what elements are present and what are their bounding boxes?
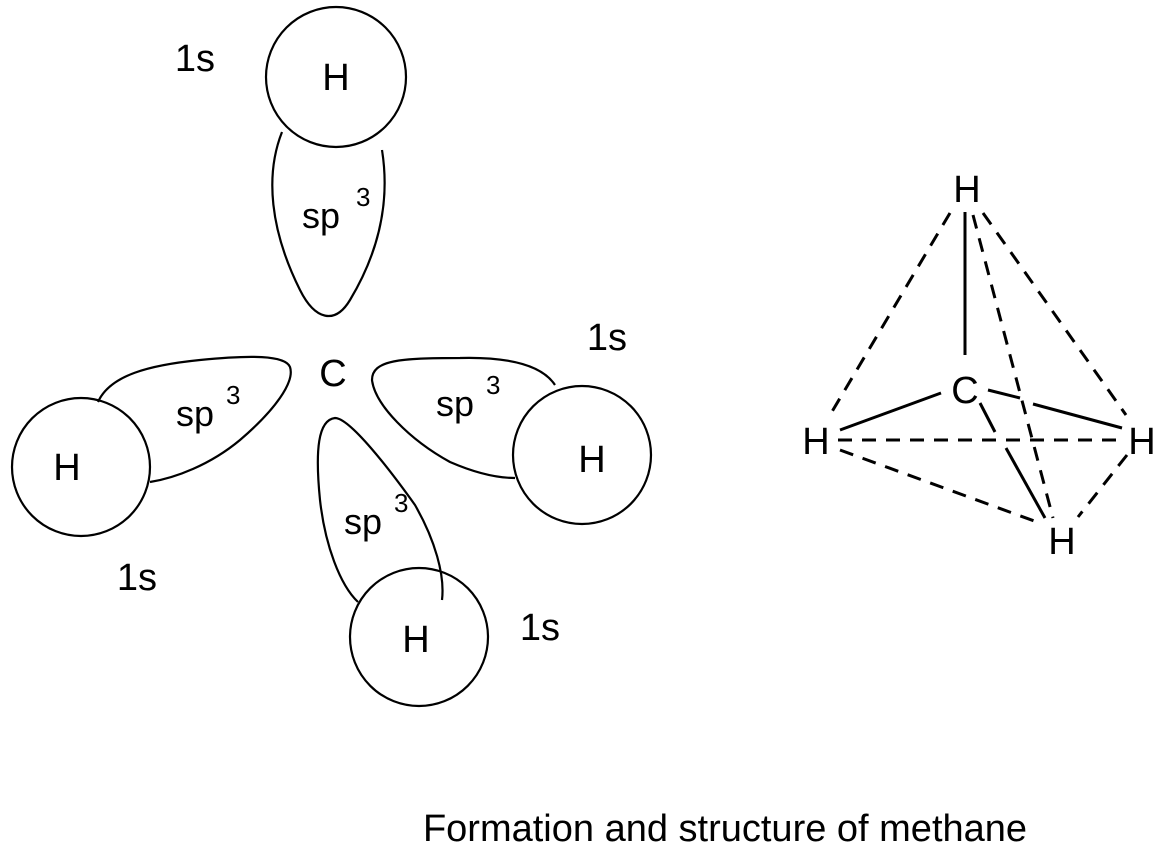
sp3-lobe-bottom: [316, 416, 444, 603]
sp3-superscript: 3: [356, 182, 370, 212]
bond-c-h-bottom: [978, 402, 997, 433]
edge-top-bottom: [971, 214, 1055, 519]
sp3-label: sp: [302, 195, 340, 236]
sp3-label: sp: [344, 501, 382, 542]
h-label: H: [402, 619, 429, 661]
1s-label: 1s: [175, 38, 215, 80]
sp3-lobe-right: [370, 356, 556, 480]
h-label: H: [578, 439, 605, 481]
carbon-label: C: [319, 353, 346, 395]
h-1s-orbital-top: [264, 5, 408, 149]
tetra-h-left: H: [802, 421, 829, 463]
h-label: H: [53, 447, 80, 489]
h-1s-orbital-left: [10, 396, 152, 538]
h-1s-orbital-right: [511, 384, 653, 526]
bond-c-h-left: [839, 391, 942, 432]
bond-c-h-right: [1032, 402, 1123, 430]
caption: Formation and structure of methane: [423, 808, 1027, 850]
sp3-lobe-left: [96, 355, 292, 484]
tetra-h-right: H: [1128, 421, 1155, 463]
1s-label: 1s: [587, 317, 627, 359]
tetra-carbon: C: [951, 370, 978, 412]
edge-left-bottom: [839, 448, 1038, 524]
tetra-h-bottom: H: [1048, 521, 1075, 563]
edge-right-bottom: [1076, 454, 1129, 518]
sp3-label: sp: [436, 383, 474, 424]
1s-label: 1s: [117, 557, 157, 599]
sp3-superscript: 3: [226, 380, 240, 410]
1s-label: 1s: [520, 607, 560, 649]
sp3-label: sp: [176, 393, 214, 434]
h-1s-orbital-bottom: [348, 566, 490, 708]
bond-c-h-bottom: [1004, 447, 1047, 519]
sp3-lobe-top: [271, 131, 386, 318]
sp3-superscript: 3: [486, 370, 500, 400]
tetra-h-top: H: [953, 169, 980, 211]
h-label: H: [322, 57, 349, 99]
edge-top-right: [981, 212, 1128, 416]
tetrahedron-structure: H C H H H: [802, 169, 1155, 563]
bond-c-h-right: [987, 388, 1021, 400]
edge-top-left: [828, 212, 952, 416]
sp3-superscript: 3: [394, 488, 408, 518]
